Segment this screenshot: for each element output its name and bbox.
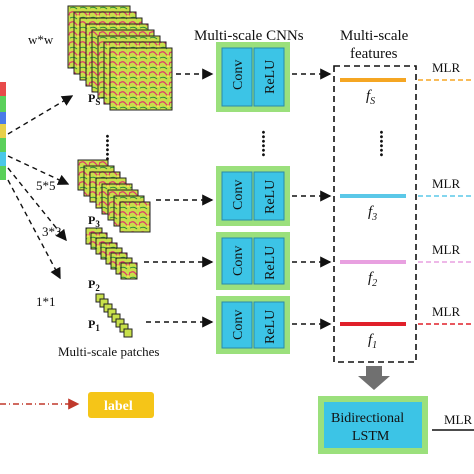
features-title-line1: Multi-scale — [340, 28, 409, 44]
feature-label-2: f2 — [368, 270, 377, 289]
patch-name-s: PS — [88, 91, 100, 107]
cnn-block-s: Conv ReLU — [216, 42, 290, 112]
input-arrows — [7, 95, 74, 280]
lstm-box: Bidirectional LSTM — [318, 396, 428, 454]
down-arrow-icon — [358, 366, 390, 390]
patch-to-cnn-arrows — [144, 68, 214, 328]
relu-label-1: ReLU — [263, 310, 278, 344]
legend-label-box — [88, 392, 154, 418]
feature-label-s: fS — [366, 88, 375, 107]
mlr-branches — [418, 79, 474, 325]
patch-ellipsis: ...... — [102, 134, 122, 161]
features-box — [333, 65, 417, 363]
feature-ellipsis: ...... — [376, 130, 396, 157]
features-title-line2: features — [350, 46, 398, 62]
patch-stack-2 — [85, 227, 138, 280]
input-image-strip — [0, 82, 6, 180]
relu-label-s: ReLU — [263, 60, 278, 94]
conv-label-1: Conv — [231, 310, 246, 340]
patch-stack-s — [67, 5, 173, 111]
patch-name-1: P1 — [88, 317, 100, 333]
mlr-label-2: MLR — [432, 242, 461, 257]
cnn-block-2: Conv ReLU — [216, 232, 290, 290]
lstm-line2: LSTM — [352, 429, 390, 444]
conv-label-2: Conv — [231, 246, 246, 276]
conv-label-3: Conv — [231, 180, 246, 210]
mlr-label-s: MLR — [432, 60, 461, 75]
patch-name-2: P2 — [88, 277, 100, 293]
lstm-line1: Bidirectional — [331, 411, 404, 426]
mlr-label-3: MLR — [432, 176, 461, 191]
patches-caption: Multi-scale patches — [58, 344, 159, 359]
relu-label-3: ReLU — [263, 180, 278, 214]
legend-label-text: label — [104, 399, 133, 414]
mlr-label-1: MLR — [432, 304, 461, 319]
feature-label-3: f3 — [368, 204, 377, 223]
conv-label-s: Conv — [231, 60, 246, 90]
cnn-title: Multi-scale CNNs — [194, 28, 304, 44]
cnn-to-feature-arrows — [292, 68, 332, 330]
cnn-block-1: Conv ReLU — [216, 296, 290, 354]
cnn-ellipsis: ...... — [258, 130, 278, 157]
patch-stack-1 — [95, 293, 133, 338]
lstm-output-mlr: MLR — [444, 412, 473, 427]
patch-size-1: 1*1 — [36, 294, 56, 309]
patch-size-2: 3*3 — [42, 224, 62, 239]
patch-stack-3 — [77, 159, 151, 233]
cnn-block-3: Conv ReLU — [216, 166, 290, 226]
feature-label-1: f1 — [368, 332, 377, 351]
patch-size-3: 5*5 — [36, 178, 56, 193]
relu-label-2: ReLU — [263, 246, 278, 280]
patch-name-3: P3 — [88, 213, 100, 229]
patch-size-s: w*w — [28, 32, 54, 47]
